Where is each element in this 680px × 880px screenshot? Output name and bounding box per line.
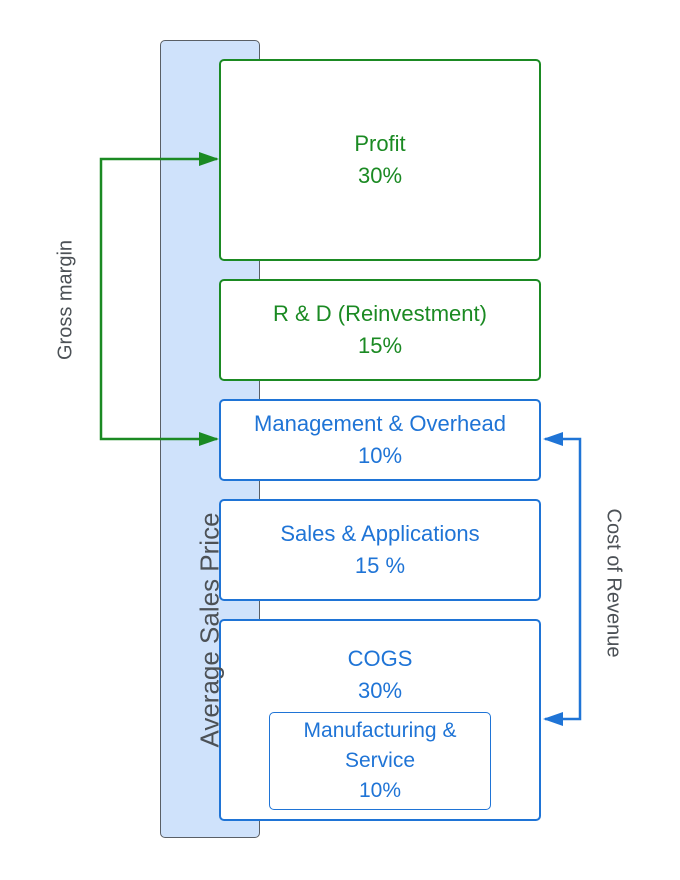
- gross-margin-arrow: [99, 152, 219, 446]
- management-label: Management & Overhead: [254, 411, 506, 436]
- sales-label: Sales & Applications: [280, 521, 480, 546]
- management-value: 10%: [357, 443, 403, 468]
- rd-label: R & D (Reinvestment): [273, 301, 487, 326]
- manufacturing-value: 10%: [358, 779, 402, 802]
- sales-box: Sales & Applications 15 %: [219, 499, 541, 601]
- rd-value: 15%: [357, 333, 403, 358]
- cogs-label: COGS: [347, 646, 413, 671]
- sales-value: 15 %: [354, 553, 406, 578]
- manufacturing-box: Manufacturing & Service 10%: [269, 712, 491, 810]
- management-box: Management & Overhead 10%: [219, 399, 541, 481]
- cost-of-revenue-arrow: [543, 432, 582, 726]
- profit-label: Profit: [354, 131, 406, 156]
- cogs-value: 30%: [357, 678, 403, 703]
- manufacturing-label-line2: Service: [344, 749, 416, 772]
- manufacturing-label-line1: Manufacturing &: [303, 719, 457, 742]
- profit-value: 30%: [357, 163, 403, 188]
- profit-box: Profit 30%: [219, 59, 541, 261]
- rd-box: R & D (Reinvestment) 15%: [219, 279, 541, 381]
